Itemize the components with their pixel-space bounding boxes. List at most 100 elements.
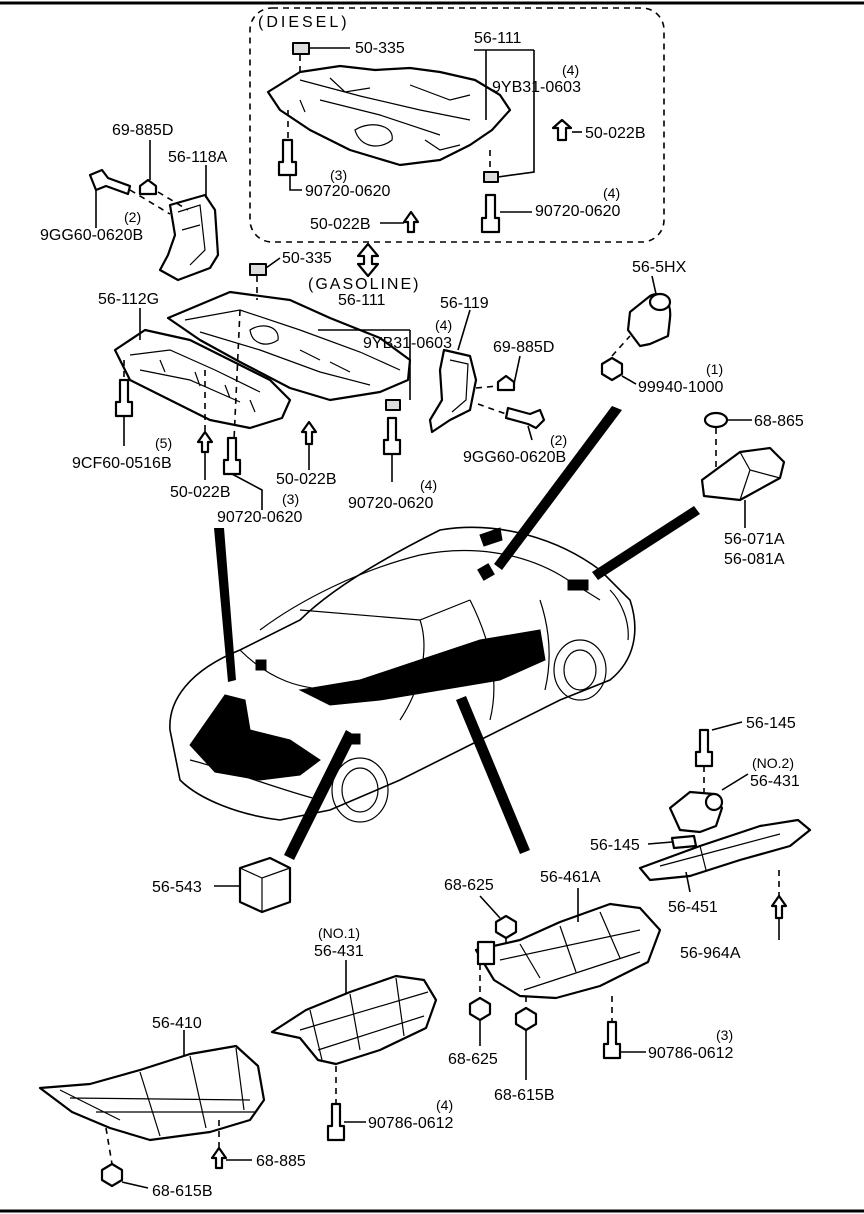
diesel-bolt-right[interactable] bbox=[480, 193, 501, 234]
gasoline-under-cover-56-112g[interactable] bbox=[113, 328, 292, 430]
diesel-nut-9yb31[interactable] bbox=[483, 171, 499, 183]
nut-68-615b-mid[interactable] bbox=[514, 1006, 538, 1032]
clip-56-964a[interactable] bbox=[770, 894, 788, 920]
label-99940: 99940-1000 bbox=[638, 379, 724, 396]
label-56-451: 56-451 bbox=[668, 899, 718, 916]
label-56-081a: 56-081A bbox=[724, 551, 785, 568]
label-56-145-top: 56-145 bbox=[746, 715, 796, 732]
label-56-964a: 56-964A bbox=[680, 945, 741, 962]
diesel-label-9yb31: 9YB31-0603 bbox=[492, 79, 581, 96]
diesel-label-qty4a: (4) bbox=[562, 62, 579, 78]
gas-label-56-119: 56-119 bbox=[440, 295, 489, 312]
diesel-label-50-022b-bottom: 50-022B bbox=[310, 216, 371, 233]
car-highlight-front bbox=[189, 694, 321, 781]
gasoline-nut-9yb31[interactable] bbox=[385, 399, 401, 411]
label-68-625-top: 68-625 bbox=[444, 877, 494, 894]
gas-label-69-885d: 69-885D bbox=[493, 339, 554, 356]
pointer-bottom-left bbox=[284, 730, 356, 860]
bottom-right-group: 56-145 (NO.2) 56-431 56-145 56-451 56-96… bbox=[590, 715, 812, 962]
diesel-label-90720-left: 90720-0620 bbox=[305, 183, 391, 200]
gas-label-qty4b: (4) bbox=[420, 477, 437, 493]
pad-56-071a[interactable] bbox=[700, 446, 786, 502]
gas-label-qty2: (2) bbox=[550, 432, 567, 448]
diesel-label-56-111: 56-111 bbox=[474, 30, 522, 47]
gas-label-90720-right: 90720-0620 bbox=[348, 495, 434, 512]
heat-insulator-56-451[interactable] bbox=[638, 818, 812, 882]
gas-label-qty4a: (4) bbox=[435, 317, 452, 333]
diesel-label-qty4b: (4) bbox=[603, 185, 620, 201]
diesel-label-50-335: 50-335 bbox=[355, 40, 405, 57]
bolt-90720-gas-left[interactable] bbox=[222, 436, 242, 476]
gas-label-50-335: 50-335 bbox=[282, 250, 332, 267]
nut-68-615b-left[interactable] bbox=[100, 1162, 124, 1188]
part-56-410-group: 56-410 68-885 68-615B bbox=[38, 1015, 306, 1200]
double-arrow bbox=[356, 242, 380, 278]
bolt-9gg60-left[interactable] bbox=[88, 168, 132, 196]
car-highlight-floor bbox=[298, 629, 546, 706]
diesel-group: (DIESEL) 50-335 56-111 (4) 9YB31-0603 50… bbox=[249, 7, 665, 243]
diesel-clip-50-335[interactable] bbox=[292, 42, 310, 55]
clip-68-885[interactable] bbox=[210, 1146, 228, 1170]
diesel-clip-50-022b-bottom[interactable] bbox=[402, 210, 420, 234]
clip-50-022b-gas-mid[interactable] bbox=[300, 420, 318, 446]
bracket-56-118a[interactable] bbox=[158, 193, 220, 282]
pointer-top-center bbox=[494, 406, 622, 570]
nut-68-625-bottom[interactable] bbox=[468, 996, 492, 1022]
heat-insulator-56-431-no1[interactable] bbox=[270, 974, 438, 1066]
label-56-118a: 56-118A bbox=[168, 149, 228, 166]
label-56-071a: 56-071A bbox=[724, 531, 785, 548]
label-90786-center: 90786-0612 bbox=[368, 1115, 454, 1132]
diesel-under-cover[interactable] bbox=[266, 64, 512, 167]
label-qty2-left: (2) bbox=[124, 209, 141, 225]
block-56-543[interactable] bbox=[238, 856, 292, 914]
bolt-90720-gas-right[interactable] bbox=[382, 416, 402, 456]
gas-label-9cf60: 9CF60-0516B bbox=[72, 455, 172, 472]
label-68-865: 68-865 bbox=[754, 413, 804, 430]
diesel-bolt-left[interactable] bbox=[277, 138, 298, 177]
diesel-clip-50-022b-right[interactable] bbox=[551, 118, 573, 142]
left-bracket-group: 69-885D 56-118A (2) 9GG60-0620B bbox=[40, 122, 228, 282]
bolt-9cf60[interactable] bbox=[114, 378, 134, 418]
bolt-9gg60-right[interactable] bbox=[504, 406, 546, 430]
nut-99940[interactable] bbox=[600, 356, 624, 382]
bolt-90786-right[interactable] bbox=[602, 1020, 622, 1060]
part-56-431-no1-group: (NO.1) 56-431 (4) 90786-0612 bbox=[270, 925, 454, 1142]
clip-68-865[interactable] bbox=[703, 411, 729, 429]
gasoline-under-cover-56-111[interactable] bbox=[166, 290, 412, 402]
gas-label-50-022b-mid: 50-022B bbox=[276, 471, 337, 488]
gasoline-clip-50-335[interactable] bbox=[249, 263, 267, 276]
heat-insulator-56-410[interactable] bbox=[38, 1044, 266, 1142]
pointer-bottom-center bbox=[456, 696, 530, 854]
clip-50-022b-gas-left[interactable] bbox=[196, 430, 214, 454]
diesel-cover-detail bbox=[299, 77, 471, 151]
bolt-56-145-mid[interactable] bbox=[670, 834, 698, 850]
clip-69-885d-right[interactable] bbox=[496, 374, 516, 392]
gas-label-50-022b-left: 50-022B bbox=[170, 484, 231, 501]
heat-insulator-56-461a[interactable] bbox=[474, 902, 662, 1000]
bolt-56-145-top[interactable] bbox=[694, 728, 714, 768]
right-top-group: 56-5HX (1) 99940-1000 68-865 56-071A 56-… bbox=[600, 259, 804, 568]
car-group bbox=[169, 526, 636, 823]
label-69-885d-left: 69-885D bbox=[112, 122, 173, 139]
diesel-title: (DIESEL) bbox=[258, 14, 350, 31]
bracket-56-119[interactable] bbox=[428, 348, 478, 434]
clip-69-885d-left[interactable] bbox=[138, 178, 158, 196]
gas-label-56-112g: 56-112G bbox=[98, 291, 159, 308]
label-68-885: 68-885 bbox=[256, 1153, 306, 1170]
part-56-543-group: 56-543 bbox=[152, 856, 292, 914]
diesel-label-qty3: (3) bbox=[330, 167, 347, 183]
label-56-5hx: 56-5HX bbox=[632, 259, 687, 276]
label-56-461a: 56-461A bbox=[540, 869, 601, 886]
bolt-90786-center[interactable] bbox=[326, 1102, 346, 1142]
label-56-543: 56-543 bbox=[152, 879, 202, 896]
label-9gg60-left: 9GG60-0620B bbox=[40, 227, 143, 244]
gas-label-90720-left: 90720-0620 bbox=[217, 509, 303, 526]
gas-label-9gg60: 9GG60-0620B bbox=[463, 449, 566, 466]
nut-68-625-top[interactable] bbox=[494, 914, 518, 940]
diesel-label-50-022b-right: 50-022B bbox=[585, 125, 646, 142]
pointer-top-right bbox=[592, 506, 700, 580]
label-56-410: 56-410 bbox=[152, 1015, 202, 1032]
label-56-431-center: 56-431 bbox=[314, 943, 364, 960]
gas-label-qty3: (3) bbox=[282, 491, 299, 507]
label-68-615b-mid: 68-615B bbox=[494, 1087, 555, 1104]
